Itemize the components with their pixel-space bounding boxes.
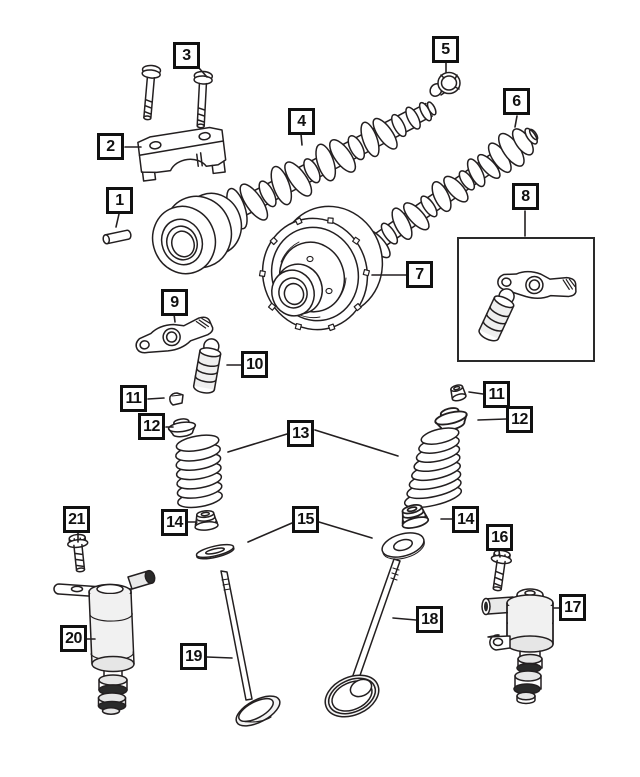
callout-18[interactable]: 18 <box>416 606 443 633</box>
callout-12-right[interactable]: 12 <box>506 406 533 433</box>
callout-5[interactable]: 5 <box>432 36 459 63</box>
callout-14-left[interactable]: 14 <box>161 509 188 536</box>
callout-3[interactable]: 3 <box>173 42 200 69</box>
valve-keeper-left <box>169 392 184 406</box>
lash-adjuster-detail <box>478 288 515 342</box>
callout-9[interactable]: 9 <box>161 289 188 316</box>
valve-stem-seal-left <box>194 509 219 531</box>
callout-11-left[interactable]: 11 <box>120 385 147 412</box>
camshaft-cap-bolt-left <box>141 64 162 121</box>
camshaft-bearing-cap <box>137 126 227 182</box>
callout-8[interactable]: 8 <box>512 183 539 210</box>
leader-lines <box>77 62 560 659</box>
rocker-arm <box>135 316 214 354</box>
callout-21[interactable]: 21 <box>63 506 90 533</box>
valve-spring-right <box>403 427 463 509</box>
oil-control-solenoid-right <box>481 588 554 705</box>
camshaft-upper <box>220 101 437 230</box>
valve-left <box>220 570 281 727</box>
solenoid-bolt-left <box>67 533 89 573</box>
spring-retainer-right <box>434 407 468 431</box>
lash-adjuster <box>192 338 222 394</box>
callout-4[interactable]: 4 <box>288 108 315 135</box>
dowel-pin <box>102 229 132 245</box>
camshaft-cap-bolt-right <box>193 70 214 129</box>
callout-17[interactable]: 17 <box>559 594 586 621</box>
callout-20[interactable]: 20 <box>60 625 87 652</box>
callout-1[interactable]: 1 <box>106 187 133 214</box>
callout-16[interactable]: 16 <box>486 524 513 551</box>
callout-11-right[interactable]: 11 <box>483 381 510 408</box>
cam-phaser <box>258 205 384 332</box>
spring-retainer-left <box>167 418 197 438</box>
valve-spring-left <box>175 434 223 509</box>
oil-control-solenoid-left <box>53 569 156 715</box>
detail-inset-box <box>457 237 595 362</box>
callout-12-left[interactable]: 12 <box>138 413 165 440</box>
rocker-arm-detail <box>497 270 577 299</box>
spring-seat-left <box>195 543 235 560</box>
valve-right <box>324 558 401 718</box>
solenoid-bolt-right <box>490 549 513 592</box>
valve-keeper-right <box>450 384 467 402</box>
callout-2[interactable]: 2 <box>97 133 124 160</box>
callout-15[interactable]: 15 <box>292 506 319 533</box>
spring-seat-right <box>381 532 425 560</box>
camshaft-upper-flange <box>151 192 243 275</box>
callout-6[interactable]: 6 <box>503 88 530 115</box>
callout-10[interactable]: 10 <box>241 351 268 378</box>
callout-19[interactable]: 19 <box>180 643 207 670</box>
valve-stem-seal-right <box>401 504 430 529</box>
callout-13[interactable]: 13 <box>287 420 314 447</box>
callout-7[interactable]: 7 <box>406 261 433 288</box>
callout-14-right[interactable]: 14 <box>452 506 479 533</box>
camshaft-plug <box>429 71 461 97</box>
